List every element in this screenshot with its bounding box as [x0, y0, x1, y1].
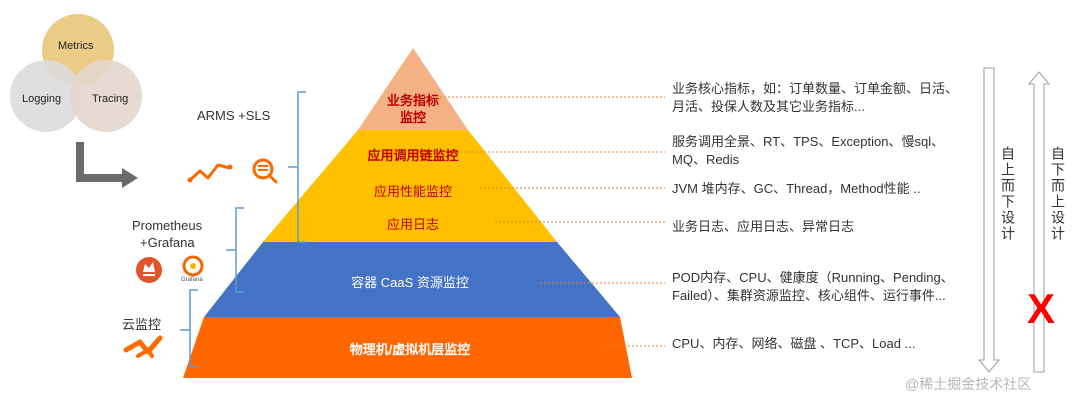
- layer-physical: [183, 317, 632, 378]
- cross-mark: X: [1027, 285, 1056, 332]
- prometheus-icon: [136, 257, 162, 283]
- desc-business: 业务核心指标，如：订单数量、订单金额、日活、 月活、投保人数及其它业务指标...: [672, 80, 958, 116]
- watermark: @稀土掘金技术社区: [905, 376, 1032, 392]
- top-down-arrow: [977, 67, 1001, 373]
- desc-business-line1: 业务核心指标，如：订单数量、订单金额、日活、: [672, 81, 959, 96]
- desc-container: POD内存、CPU、健康度（Running、Pending、 Failed）、集…: [672, 269, 954, 305]
- layer-app-log-label: 应用日志: [386, 217, 439, 232]
- desc-tracing-line2: MQ、Redis: [672, 152, 740, 167]
- venn-tracing-label: Tracing: [92, 93, 129, 105]
- top-down-text: 自上而下设计: [1000, 146, 1016, 242]
- desc-container-line2: Failed）、集群资源监控、核心组件、运行事件...: [672, 288, 946, 303]
- desc-app-log: 业务日志、应用日志、异常日志: [672, 219, 855, 234]
- desc-tracing: 服务调用全景、RT、TPS、Exception、慢sql、 MQ、Redis: [672, 133, 944, 169]
- layer-container-label: 容器 CaaS 资源监控: [351, 275, 469, 290]
- dotted-connectors: [440, 96, 665, 347]
- venn-metrics-label: Metrics: [58, 40, 94, 52]
- cloud-monitor-icon: [123, 335, 163, 358]
- desc-container-line1: POD内存、CPU、健康度（Running、Pending、: [672, 270, 954, 285]
- venn-diagram: [10, 14, 142, 132]
- layer-tracing-label: 应用调用链监控: [367, 148, 459, 163]
- layer-apm-label: 应用性能监控: [373, 184, 452, 199]
- layer-container: [204, 242, 620, 317]
- grafana-label: +Grafana: [140, 235, 195, 250]
- arms-trend-icon: [187, 163, 233, 183]
- bracket-arms: [288, 91, 306, 243]
- layer-business-line1: 业务指标: [386, 93, 439, 108]
- tracing-circle: [70, 60, 142, 132]
- layer-business: [358, 48, 468, 130]
- layer-application: [263, 130, 557, 242]
- layer-business-label: 业务指标 监控: [373, 92, 453, 126]
- desc-business-line2: 月活、投保人数及其它业务指标...: [672, 99, 865, 114]
- bottom-up-arrow: [1027, 71, 1051, 373]
- cloud-monitor-label: 云监控: [122, 317, 162, 332]
- venn-logging-label: Logging: [22, 93, 62, 105]
- grafana-icon: [182, 255, 204, 277]
- desc-physical: CPU、内存、网络、磁盘 、TCP、Load ...: [672, 336, 916, 351]
- desc-tracing-line1: 服务调用全景、RT、TPS、Exception、慢sql、: [672, 134, 945, 149]
- layer-physical-label: 物理机/虚拟机层监控: [349, 342, 471, 357]
- bottom-up-text: 自下而上设计: [1050, 146, 1066, 242]
- bracket-cloud: [180, 289, 198, 368]
- flow-arrow-head: [122, 168, 138, 188]
- pyramid: [183, 48, 632, 378]
- prometheus-label: Prometheus: [132, 218, 203, 233]
- desc-apm: JVM 堆内存、GC、Thread，Method性能 ..: [672, 181, 921, 196]
- sls-search-icon: [252, 158, 278, 184]
- arms-sls-label: ARMS +SLS: [197, 108, 271, 123]
- layer-business-line2: 监控: [399, 110, 426, 125]
- grafana-logo-text: Grafana: [181, 277, 203, 283]
- flow-arrow: [76, 142, 122, 182]
- logging-circle: [10, 60, 82, 132]
- bracket-prometheus: [226, 207, 244, 293]
